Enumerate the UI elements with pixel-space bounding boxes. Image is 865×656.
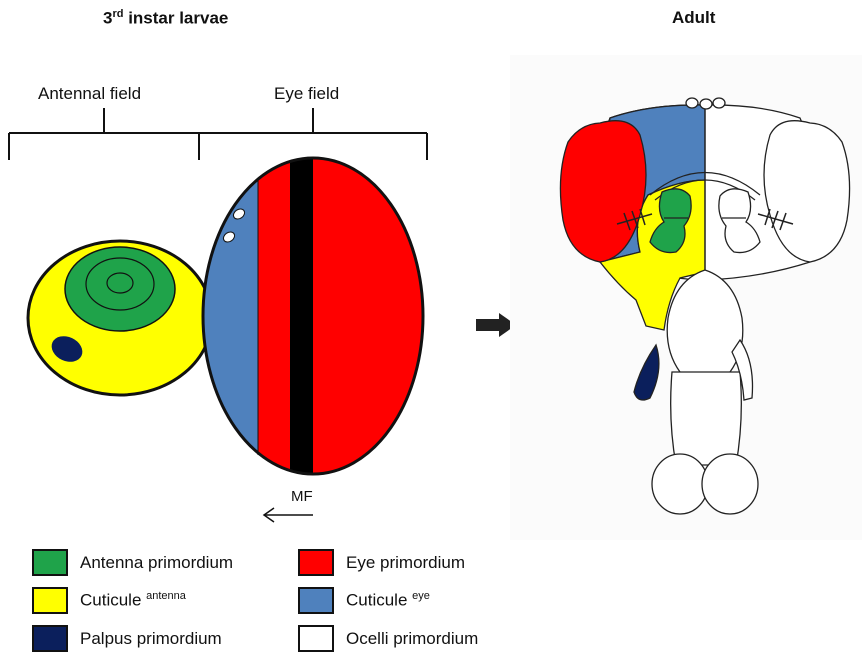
eye-primordium-region — [258, 150, 428, 480]
legend-item-cuticule-eye: Cuticule eye — [298, 587, 430, 614]
adult-head — [510, 55, 862, 540]
adult-labellum-left — [652, 454, 708, 514]
legend-swatch-eye — [298, 549, 334, 576]
antennal-field-bracket — [9, 108, 199, 160]
eye-field-bracket — [199, 108, 427, 160]
legend-swatch-palpus — [32, 625, 68, 652]
legend-item-ocelli: Ocelli primordium — [298, 625, 478, 652]
eye-disc — [195, 150, 428, 480]
mf-label: MF — [291, 488, 313, 505]
legend-item-antenna: Antenna primordium — [32, 549, 233, 576]
adult-proboscis — [671, 372, 742, 465]
mf-arrow — [264, 508, 313, 522]
adult-labellum-right — [702, 454, 758, 514]
larval-disc-diagram — [0, 0, 865, 540]
legend-swatch-ocelli — [298, 625, 334, 652]
legend-label-cuticule-eye: Cuticule eye — [346, 590, 430, 611]
adult-ocelli — [686, 98, 725, 109]
morphogenetic-furrow — [290, 150, 313, 480]
antennal-disc — [28, 241, 212, 395]
legend-label-antenna: Antenna primordium — [80, 553, 233, 573]
legend-swatch-cuticule-eye — [298, 587, 334, 614]
antenna-primordium-region — [65, 247, 175, 331]
legend-item-cuticule-antenna: Cuticule antenna — [32, 587, 186, 614]
legend-label-ocelli: Ocelli primordium — [346, 629, 478, 649]
legend-swatch-cuticule-antenna — [32, 587, 68, 614]
legend-item-eye: Eye primordium — [298, 549, 465, 576]
legend-label-cuticule-antenna: Cuticule antenna — [80, 590, 186, 611]
legend-swatch-antenna — [32, 549, 68, 576]
legend-label-eye: Eye primordium — [346, 553, 465, 573]
legend-label-palpus: Palpus primordium — [80, 629, 222, 649]
legend-item-palpus: Palpus primordium — [32, 625, 222, 652]
